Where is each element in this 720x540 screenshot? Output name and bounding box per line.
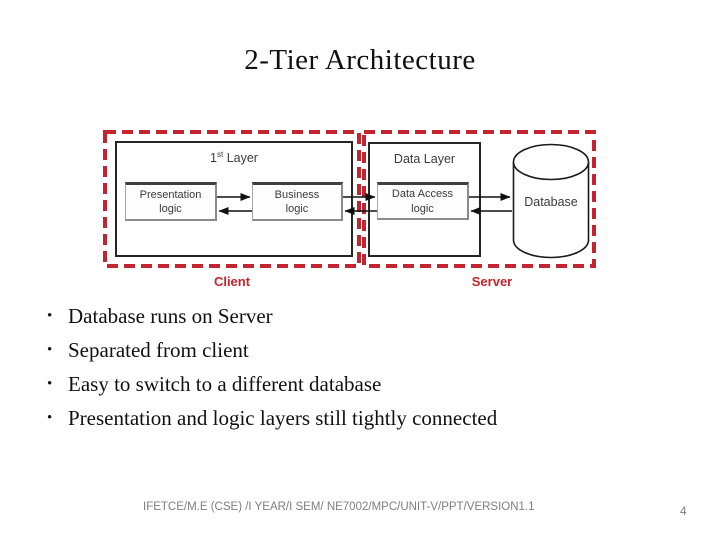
bullet-text: Presentation and logic layers still tigh…: [68, 406, 498, 430]
server-zone-label: Server: [471, 274, 513, 289]
bullet-marker: •: [47, 342, 53, 358]
bullet-item: • Database runs on Server: [47, 299, 687, 333]
bullet-text: Separated from client: [68, 338, 249, 362]
bullet-item: • Separated from client: [47, 333, 687, 367]
bullet-text: Easy to switch to a different database: [68, 372, 382, 396]
footer-text: IFETCE/M.E (CSE) /I YEAR/I SEM/ NE7002/M…: [143, 501, 535, 513]
bullet-list: • Database runs on Server • Separated fr…: [47, 299, 687, 435]
bullet-marker: •: [47, 410, 53, 426]
first-layer-label: 1st Layer: [115, 150, 353, 165]
page-number: 4: [680, 504, 687, 518]
bullet-marker: •: [47, 376, 53, 392]
database-label: Database: [524, 195, 578, 209]
bullet-item: • Presentation and logic layers still ti…: [47, 401, 687, 435]
bullet-marker: •: [47, 308, 53, 324]
first-layer-label-rest: Layer: [223, 151, 258, 166]
bullet-text: Database runs on Server: [68, 304, 273, 328]
first-layer-label-base: 1: [210, 151, 217, 166]
page-title: 2-Tier Architecture: [244, 44, 476, 76]
presentation-logic-box: Presentation logic: [125, 182, 217, 221]
client-zone-label: Client: [213, 274, 251, 289]
business-logic-box: Business logic: [252, 182, 343, 221]
data-layer-label: Data Layer: [393, 152, 456, 166]
data-access-logic-box: Data Access logic: [377, 182, 469, 220]
database-cylinder-top: [512, 143, 590, 181]
bullet-item: • Easy to switch to a different database: [47, 367, 687, 401]
